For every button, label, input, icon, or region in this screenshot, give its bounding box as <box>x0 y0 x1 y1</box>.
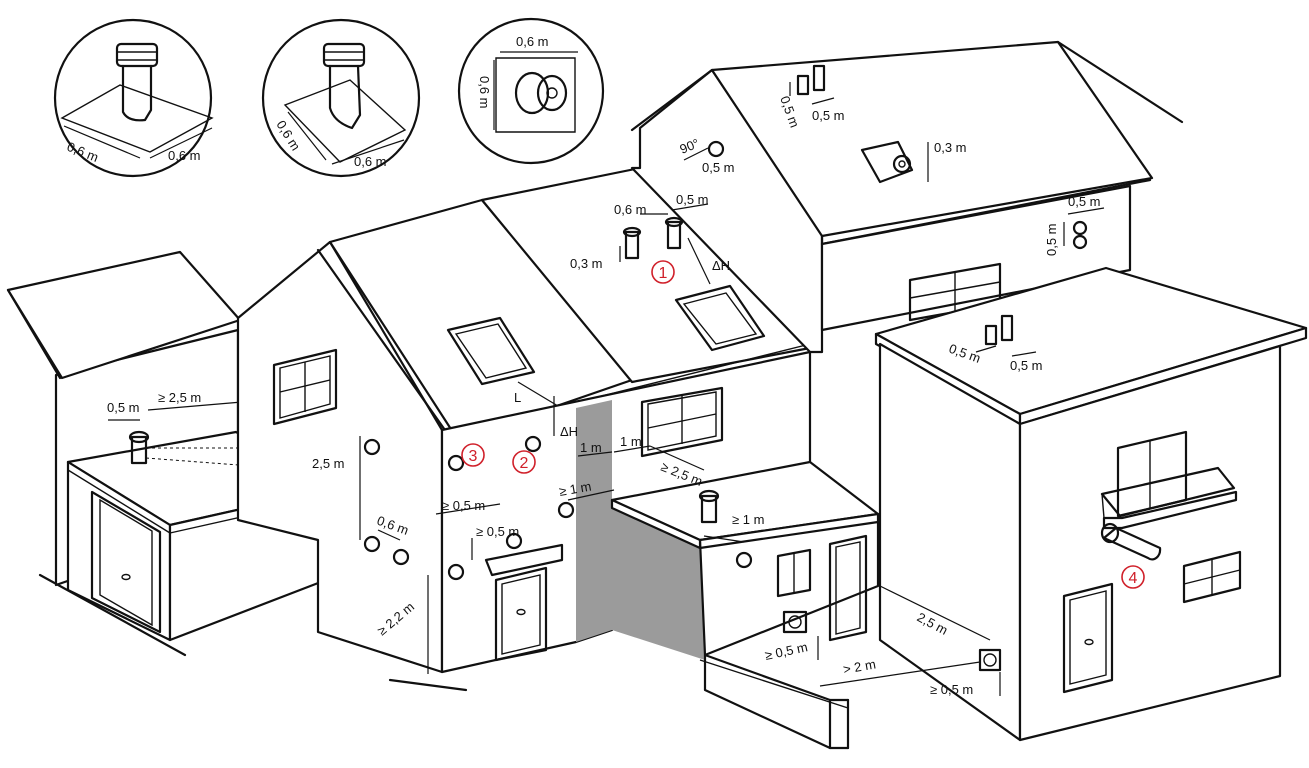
garage-door <box>90 490 162 634</box>
numbered-markers: 1 2 3 4 <box>461 260 1145 589</box>
dim-label: 0,5 m <box>1068 194 1101 209</box>
roof-terminal <box>664 216 684 250</box>
main-house <box>236 166 812 692</box>
window <box>776 548 812 598</box>
dim-label: 90° <box>678 136 702 157</box>
window <box>1182 550 1242 604</box>
dim-label: 1 m <box>580 440 602 455</box>
window <box>640 386 724 458</box>
roof-terminal <box>796 64 826 96</box>
wall-terminal <box>447 454 465 472</box>
detail-circle-2: 0,6 m 0,6 m <box>261 18 421 178</box>
marker-3: 3 <box>461 443 485 467</box>
vent-box <box>978 648 1002 672</box>
shaded-zone <box>576 400 612 642</box>
flat-roof-building <box>874 266 1308 742</box>
dim-line <box>149 127 213 159</box>
side-door <box>1062 582 1114 694</box>
vent-box <box>782 610 808 634</box>
marker-label: 1 <box>659 265 668 282</box>
dim-label: ΔH <box>560 424 578 439</box>
dim-label: 0,5 m <box>702 160 735 175</box>
dim-label: ≥ 0,5 m <box>930 682 973 697</box>
door-canopy <box>484 543 564 577</box>
dim-label: ≥ 0,5 m <box>476 524 519 539</box>
wall-terminal <box>363 535 381 553</box>
dim-label: 0,6 m <box>354 154 387 169</box>
wall-terminal <box>735 551 753 569</box>
skylight <box>674 284 766 352</box>
wall-terminal <box>505 532 523 550</box>
wall-terminal <box>363 438 381 456</box>
marker-label: 3 <box>469 448 478 465</box>
dim-label: 0,6 m <box>477 76 492 109</box>
roof-terminal <box>622 226 642 260</box>
dim-label: 0,3 m <box>934 140 967 155</box>
wall-terminal <box>1072 220 1088 236</box>
dim-label: ≥ 1 m <box>558 479 593 499</box>
wall-terminal <box>707 140 725 158</box>
dim-label: 0,6 m <box>168 148 201 163</box>
dim-line <box>331 139 405 165</box>
dim-label: 0,6 m <box>65 139 101 165</box>
skylight <box>446 316 536 386</box>
wall-terminal <box>524 435 542 453</box>
dim-label: 0,5 m <box>107 400 140 415</box>
dim-label: 0,6 m <box>614 202 647 217</box>
roof-terminal <box>698 489 720 524</box>
marker-4: 4 <box>1121 565 1145 589</box>
wall-terminal <box>447 563 465 581</box>
dim-label: 1 m <box>620 434 642 449</box>
dim-label: 2,5 m <box>312 456 345 471</box>
dim-label: 0,5 m <box>676 192 709 207</box>
roof-terminal <box>984 314 1014 346</box>
dim-label: > 2 m <box>842 656 877 676</box>
dim-label: 0,5 m <box>1010 358 1043 373</box>
marker-label: 2 <box>520 455 529 472</box>
extension <box>610 460 1002 750</box>
marker-label: 4 <box>1129 570 1138 587</box>
dim-label: 0,6 m <box>516 34 549 49</box>
dim-label: 0,5 m <box>1044 223 1059 256</box>
detail-circle-3: 0,6 m 0,6 m <box>457 17 605 165</box>
wall-terminal <box>1102 526 1162 561</box>
front-door <box>494 566 548 662</box>
dim-line <box>147 401 243 411</box>
window <box>272 348 338 426</box>
dim-label: 0,6 m <box>273 118 303 154</box>
flue-terminals <box>363 64 1088 581</box>
dim-label: ≥ 0,5 m <box>764 639 809 663</box>
dim-label: 0,5 m <box>812 108 845 123</box>
dim-label: ≥ 1 m <box>732 512 764 527</box>
dim-line <box>287 111 327 161</box>
dim-label: ≥ 2,5 m <box>158 390 201 405</box>
shaded-zone <box>612 505 705 660</box>
marker-2: 2 <box>512 450 536 474</box>
extension-door <box>828 534 868 642</box>
dim-label: L <box>514 390 521 405</box>
wall-terminal <box>392 548 410 566</box>
dim-label: ΔH <box>712 258 730 273</box>
dimension-lines <box>359 82 1105 696</box>
detail-circle-1: 0,6 m 0,6 m <box>53 18 214 178</box>
balcony <box>1100 466 1236 518</box>
vent-hood <box>860 140 914 184</box>
dim-label: 0,3 m <box>570 256 603 271</box>
wall-terminal <box>1072 234 1088 250</box>
marker-1: 1 <box>651 260 675 284</box>
dim-line <box>63 125 141 159</box>
dim-label: ≥ 0,5 m <box>442 498 485 513</box>
wall-terminal <box>557 501 575 519</box>
